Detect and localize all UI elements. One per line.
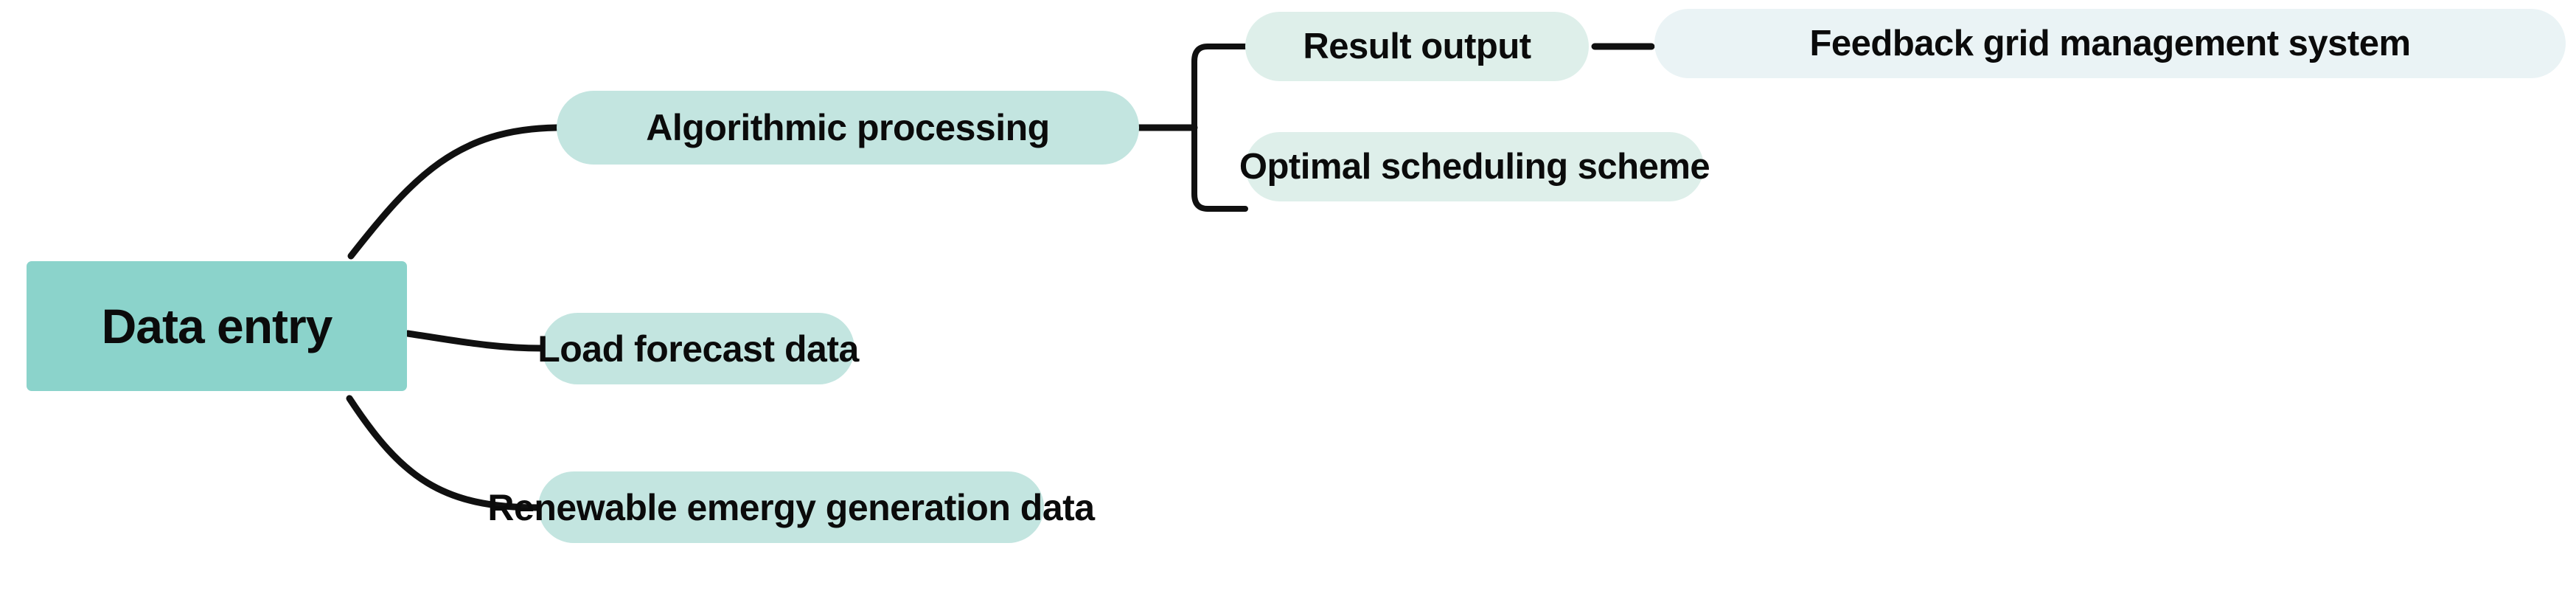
node-root-data-entry[interactable]: Data entry (27, 261, 407, 391)
node-load-forecast-data[interactable]: Load forecast data (537, 313, 859, 384)
node-renewable-generation-data[interactable]: Renewable emergy generation data (487, 471, 1095, 543)
edge-root-to-load-forecast-data (404, 330, 546, 352)
node-optimal-scheduling-scheme[interactable]: Optimal scheduling scheme (1239, 132, 1710, 201)
edge-root-to-algorithmic-processing (347, 124, 560, 260)
edge-bracket-algorithmic-processing (1191, 44, 1248, 212)
node-feedback-grid-management-system[interactable]: Feedback grid management system (1654, 9, 2566, 78)
node-result-output[interactable]: Result output (1245, 12, 1589, 81)
node-algorithmic-processing[interactable]: Algorithmic processing (557, 91, 1139, 165)
